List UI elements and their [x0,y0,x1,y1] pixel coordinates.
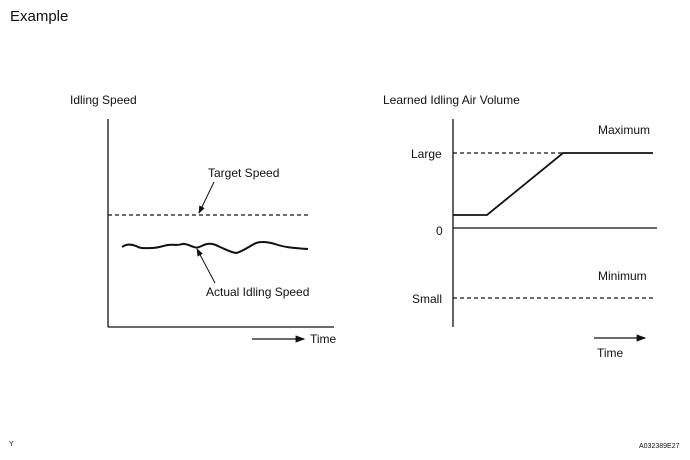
zero-label: 0 [436,224,443,238]
actual-idling-speed-curve [121,240,309,255]
left-time-label: Time [310,332,337,346]
footer-left-mark: Y [9,441,14,448]
large-label: Large [411,147,442,161]
target-leader-line [198,181,215,214]
right-chart [452,119,657,342]
maximum-label: Maximum [598,123,651,137]
minimum-label: Minimum [598,269,647,283]
right-panel-title: Learned Idling Air Volume [383,93,520,107]
small-label: Small [412,292,443,306]
target-speed-label: Target Speed [208,166,280,180]
left-chart [107,119,334,343]
actual-leader-line [196,248,216,284]
right-time-label: Time [597,346,624,360]
learned-air-volume-line [453,152,653,216]
figure-code: A032389E27 [639,443,680,450]
left-panel-title: Idling Speed [70,93,137,107]
actual-idling-speed-label: Actual Idling Speed [206,285,310,299]
page-title: Example [10,8,69,25]
